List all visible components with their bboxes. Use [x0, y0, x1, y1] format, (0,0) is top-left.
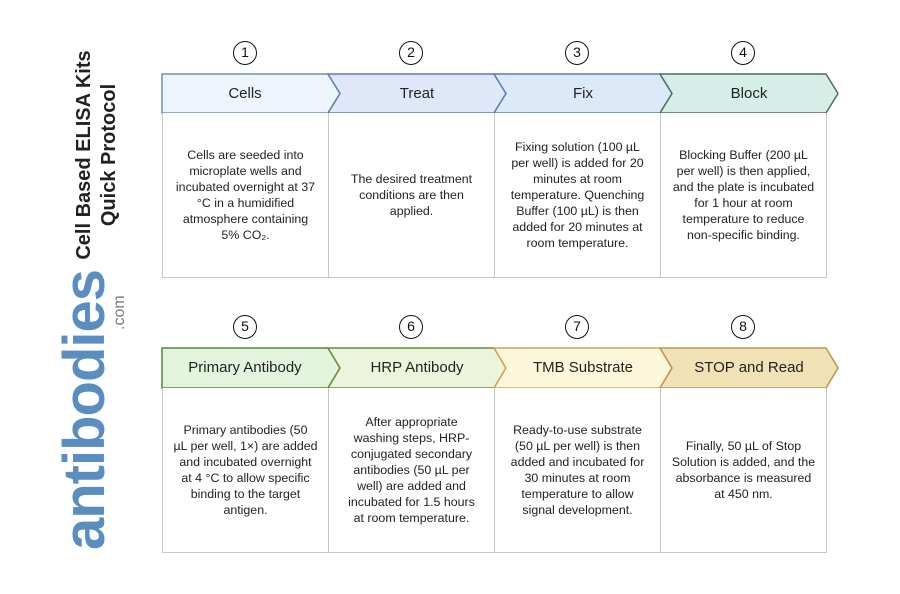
step-number-badge: 2: [399, 41, 423, 65]
step-number-badge: 8: [731, 315, 755, 339]
step-description: The desired treatment conditions are the…: [328, 113, 495, 278]
step-label: Fix: [573, 85, 593, 102]
step-number-badge: 7: [565, 315, 589, 339]
step-description: Ready-to-use substrate (50 µL per well) …: [494, 388, 661, 553]
step-description: Finally, 50 µL of Stop Solution is added…: [660, 388, 827, 553]
step-number-badge: 1: [233, 41, 257, 65]
step-label: HRP Antibody: [370, 359, 464, 376]
step-label: Primary Antibody: [188, 359, 302, 376]
step-label: TMB Substrate: [532, 359, 634, 376]
step-number-badge: 6: [399, 315, 423, 339]
step-description: Primary antibodies (50 µL per well, 1×) …: [162, 388, 329, 553]
step-label: STOP and Read: [694, 359, 804, 376]
step-description: Blocking Buffer (200 µL per well) is the…: [660, 113, 827, 278]
step-description: Cells are seeded into microplate wells a…: [162, 113, 329, 278]
step-description: Fixing solution (100 µL per well) is add…: [494, 113, 661, 278]
step-label: Treat: [399, 85, 435, 102]
step-description: After appropriate washing steps, HRP- co…: [328, 388, 495, 553]
step-label: Block: [730, 85, 768, 102]
step-number-badge: 5: [233, 315, 257, 339]
step-number-badge: 3: [565, 41, 589, 65]
step-number-badge: 4: [731, 41, 755, 65]
step-label: Cells: [228, 85, 262, 102]
